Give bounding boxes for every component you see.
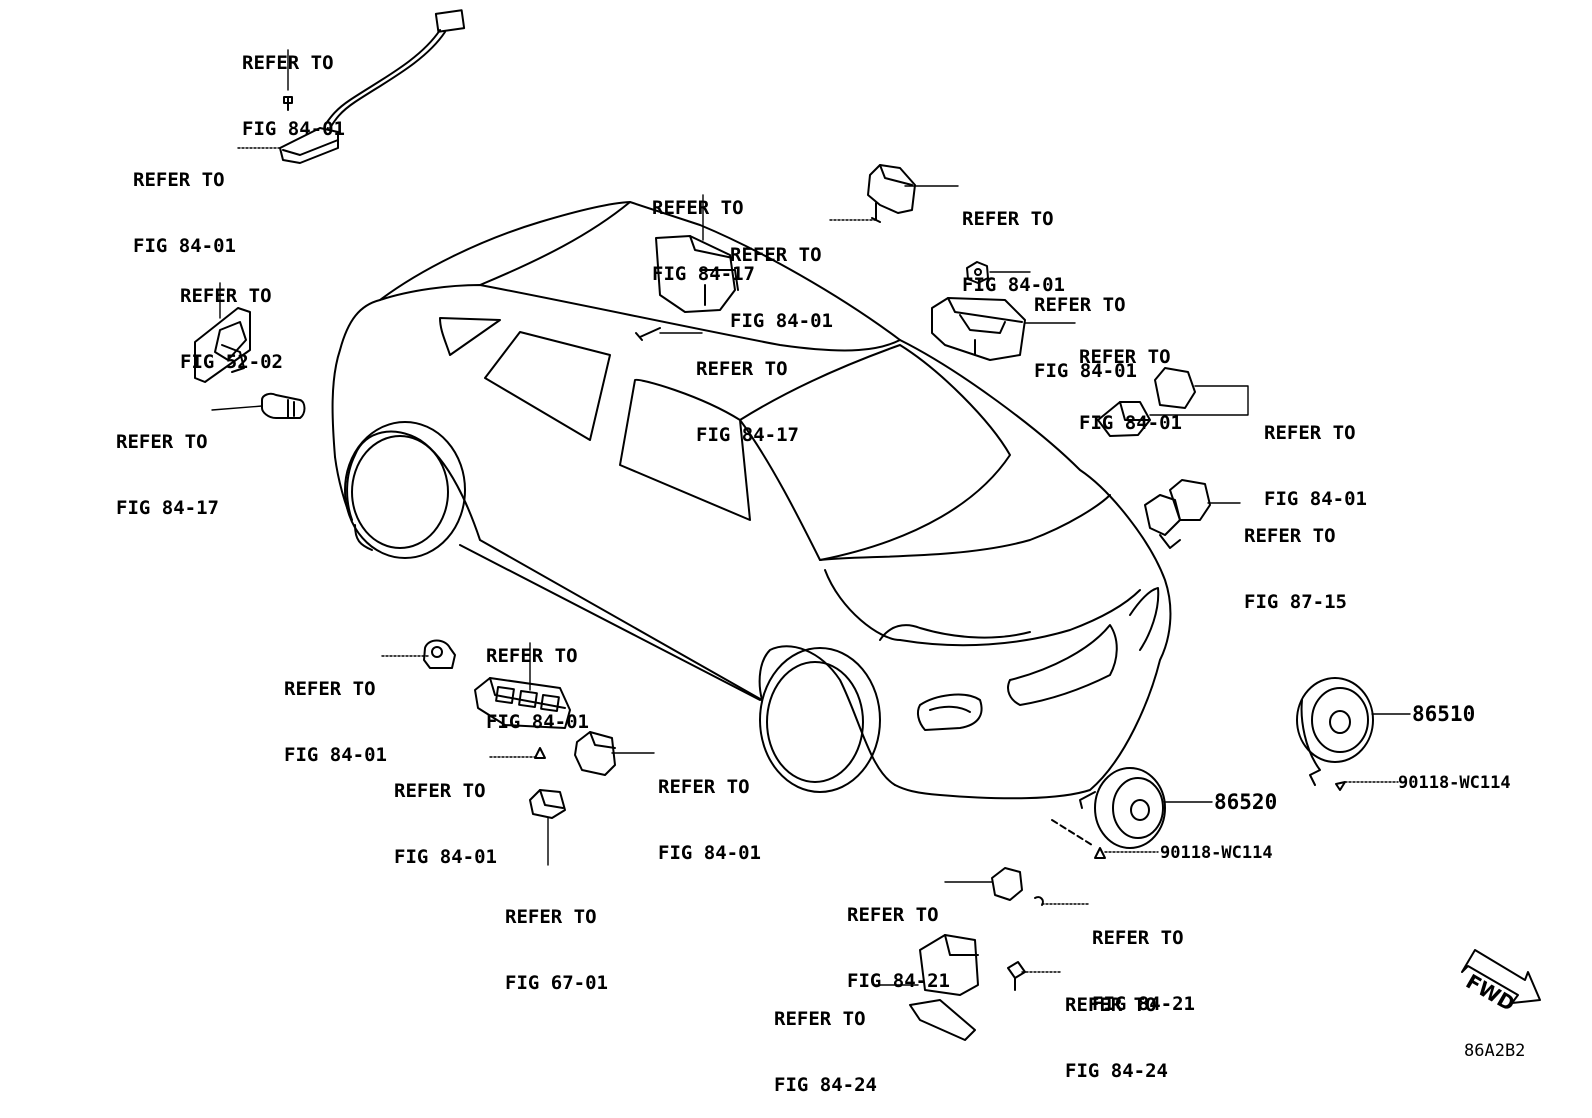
callout-line: FIG 84-21: [1092, 993, 1195, 1015]
callout-line: REFER TO: [1065, 994, 1157, 1016]
callout-fig-84-01: REFER TO FIG 84-01: [242, 8, 345, 162]
callout-line: FIG 84-01: [1264, 488, 1367, 510]
callout-fig-84-24: REFER TO FIG 84-24: [774, 964, 877, 1118]
callout-fig-84-01: REFER TO FIG 84-01: [486, 601, 589, 755]
callout-line: FIG 84-21: [847, 970, 950, 992]
callout-line: FIG 84-01: [486, 711, 589, 733]
leader-lines: [211, 49, 1411, 986]
horn-low-part: [1051, 767, 1166, 859]
bracket-part: [194, 307, 251, 383]
callout-line: FIG 52-02: [180, 351, 283, 373]
callout-line: REFER TO: [730, 244, 822, 266]
part-number-horn-low: 86520: [1214, 790, 1278, 814]
callout-fig-87-15: REFER TO FIG 87-15: [1244, 481, 1347, 635]
callout-fig-84-17: REFER TO FIG 84-17: [652, 153, 755, 307]
callout-line: FIG 84-24: [774, 1074, 877, 1096]
callout-line: FIG 84-01: [1079, 412, 1182, 434]
callout-line: FIG 84-17: [652, 263, 755, 285]
callout-fig-84-21: REFER TO FIG 84-21: [1092, 883, 1195, 1037]
callout-line: FIG 84-17: [696, 424, 799, 446]
callout-fig-52-02: REFER TO FIG 52-02: [180, 241, 283, 395]
callout-fig-84-17: REFER TO FIG 84-17: [696, 314, 799, 468]
callout-line: REFER TO: [116, 431, 208, 453]
connector-part-8421: [991, 867, 1044, 906]
callout-line: FIG 84-01: [242, 118, 345, 140]
part-number-bolt: 90118-WC114: [1398, 773, 1511, 793]
control-module-part: [635, 235, 739, 341]
module-part-6701: [529, 789, 566, 819]
nut-part: [966, 261, 989, 284]
window-switch-cluster-part: [474, 677, 571, 759]
callout-fig-84-01: REFER TO FIG 84-01: [1034, 250, 1137, 404]
callout-line: REFER TO: [774, 1008, 866, 1030]
vehicle-outline: [331, 201, 1172, 800]
cable-sensor-part: [279, 9, 466, 164]
callout-fig-84-01: REFER TO FIG 84-01: [730, 200, 833, 354]
buzzer-part: [909, 934, 1026, 1041]
switch-block-part: [931, 297, 1026, 361]
callout-fig-67-01: REFER TO FIG 67-01: [505, 862, 608, 1016]
callout-line: REFER TO: [284, 678, 376, 700]
callout-fig-84-01: REFER TO FIG 84-01: [284, 634, 387, 788]
callout-fig-84-01: REFER TO FIG 84-01: [1264, 378, 1367, 532]
callout-line: FIG 84-01: [284, 744, 387, 766]
callout-line: FIG 87-15: [1244, 591, 1347, 613]
callout-line: REFER TO: [133, 169, 225, 191]
part-number-horn-high: 86510: [1412, 702, 1476, 726]
callout-fig-84-01: REFER TO FIG 84-01: [133, 125, 236, 279]
callout-line: REFER TO: [847, 904, 939, 926]
callout-line: FIG 67-01: [505, 972, 608, 994]
callout-line: REFER TO: [505, 906, 597, 928]
fwd-arrow-icon: [1461, 949, 1541, 1004]
callout-line: FIG 84-24: [1065, 1060, 1168, 1082]
callout-line: FIG 84-01: [962, 274, 1065, 296]
callout-fig-84-01: REFER TO FIG 84-01: [658, 732, 761, 886]
diagram-code: 86A2B2: [1464, 1041, 1526, 1061]
callout-line: REFER TO: [1092, 927, 1184, 949]
callout-fig-84-24: REFER TO FIG 84-24: [1065, 950, 1168, 1104]
callout-line: REFER TO: [1079, 346, 1171, 368]
callout-line: REFER TO: [962, 208, 1054, 230]
connector-part-right: [1097, 367, 1196, 437]
callout-line: REFER TO: [652, 197, 744, 219]
callout-fig-84-01: REFER TO FIG 84-01: [1079, 302, 1182, 456]
callout-line: REFER TO: [180, 285, 272, 307]
callout-line: REFER TO: [242, 52, 334, 74]
callout-fig-84-21: REFER TO FIG 84-21: [847, 860, 950, 1014]
horn-high-part: [1296, 677, 1374, 791]
callout-line: REFER TO: [1264, 422, 1356, 444]
callout-fig-84-17: REFER TO FIG 84-17: [116, 387, 219, 541]
callout-line: FIG 84-01: [1034, 360, 1137, 382]
sensor-part-8715: [1144, 479, 1211, 549]
small-sensor-part: [261, 392, 306, 419]
callout-line: REFER TO: [1034, 294, 1126, 316]
callout-line: FIG 84-01: [730, 310, 833, 332]
callout-line: FIG 84-01: [658, 842, 761, 864]
part-number-bolt: 90118-WC114: [1160, 843, 1273, 863]
callout-line: FIG 84-17: [116, 497, 219, 519]
switch-part-top: [867, 164, 916, 223]
switch-part-lower: [574, 731, 616, 776]
knob-part: [423, 639, 456, 669]
callout-line: REFER TO: [1244, 525, 1336, 547]
callout-line: REFER TO: [394, 780, 486, 802]
callout-line: FIG 84-01: [394, 846, 497, 868]
callout-fig-84-01: REFER TO FIG 84-01: [962, 164, 1065, 318]
callout-line: REFER TO: [658, 776, 750, 798]
callout-line: FIG 84-01: [133, 235, 236, 257]
callout-fig-84-01: REFER TO FIG 84-01: [394, 736, 497, 890]
callout-line: REFER TO: [696, 358, 788, 380]
callout-line: REFER TO: [486, 645, 578, 667]
